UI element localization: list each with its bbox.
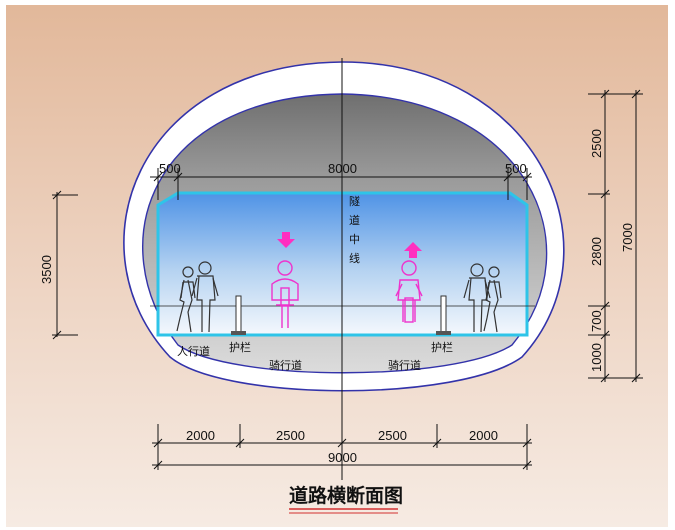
top-dimension bbox=[150, 168, 532, 200]
left-dim-height: 3500 bbox=[39, 255, 54, 284]
guardrail-right bbox=[436, 295, 451, 335]
right-dim-2500: 2500 bbox=[589, 129, 604, 158]
top-dim-left: 500 bbox=[159, 161, 181, 176]
right-dimension bbox=[588, 89, 643, 383]
left-dimension bbox=[52, 190, 78, 340]
bottom-dimension bbox=[152, 424, 532, 470]
pedestrian-right-woman bbox=[483, 266, 502, 333]
top-dim-right: 500 bbox=[505, 161, 527, 176]
centerline-char-2: 道 bbox=[349, 213, 360, 227]
up-arrow-icon bbox=[404, 242, 422, 258]
guardrail-left bbox=[231, 295, 246, 335]
cyclist-left bbox=[271, 260, 299, 328]
label-guardrail-left: 护栏 bbox=[229, 340, 251, 354]
diagram-title: 道路横断面图 bbox=[289, 484, 403, 507]
centerline-char-3: 中 bbox=[349, 233, 360, 246]
label-guardrail-right: 护栏 bbox=[431, 340, 453, 354]
centerline-char-1: 隧 bbox=[349, 194, 360, 208]
centerline-char-4: 线 bbox=[349, 251, 360, 265]
bottom-dim-4: 2000 bbox=[469, 428, 498, 443]
down-arrow-icon bbox=[277, 232, 295, 248]
label-sidewalk: 人行道 bbox=[177, 344, 210, 358]
centerline-label: 隧 道 中 线 bbox=[349, 194, 360, 265]
top-dim-total: 8000 bbox=[328, 161, 357, 176]
cyclist-right bbox=[395, 260, 423, 323]
label-bikeway-left: 骑行道 bbox=[269, 358, 302, 372]
bottom-dim-3: 2500 bbox=[378, 428, 407, 443]
bottom-dim-2: 2500 bbox=[276, 428, 305, 443]
right-dim-2800: 2800 bbox=[589, 237, 604, 266]
label-bikeway-right: 骑行道 bbox=[388, 358, 421, 372]
right-dim-1000: 1000 bbox=[589, 343, 604, 372]
pedestrian-left-man bbox=[191, 261, 219, 333]
right-dim-total: 7000 bbox=[620, 223, 635, 252]
bottom-dim-total: 9000 bbox=[328, 450, 357, 465]
bottom-dim-1: 2000 bbox=[186, 428, 215, 443]
right-dim-700: 700 bbox=[589, 310, 604, 332]
pedestrian-left-woman bbox=[176, 266, 196, 333]
